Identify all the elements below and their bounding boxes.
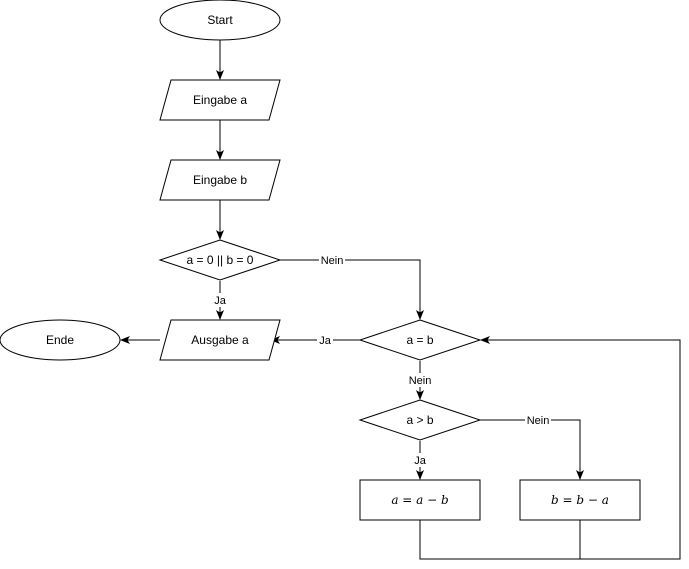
label-equal-no: Nein bbox=[409, 375, 432, 387]
edge-cond-zero-no bbox=[280, 259, 424, 320]
output-a-label: Ausgabe a bbox=[191, 333, 249, 347]
assign-a-label: a = a − b bbox=[391, 493, 448, 507]
label-zero-no: Nein bbox=[321, 255, 344, 267]
cond-greater-label: a > b bbox=[406, 413, 433, 427]
edge-cond-greater-no bbox=[480, 419, 584, 480]
assign-a-node: a = a − b bbox=[359, 479, 481, 521]
input-a-node: Eingabe a bbox=[159, 79, 281, 121]
nodes: Start Eingabe a Eingabe b a = 0 || b = 0… bbox=[0, 0, 641, 521]
end-node: Ende bbox=[0, 319, 121, 361]
assign-b-node: b = b − a bbox=[519, 479, 641, 521]
edge-loop-back bbox=[419, 336, 681, 560]
start-label: Start bbox=[207, 13, 233, 27]
start-node: Start bbox=[159, 0, 281, 41]
input-b-node: Eingabe b bbox=[159, 159, 281, 201]
cond-equal-label: a = b bbox=[406, 333, 433, 347]
edge-labels: Nein Ja Ja Nein Ja Nein bbox=[212, 253, 551, 467]
label-greater-no: Nein bbox=[527, 415, 550, 427]
input-a-label: Eingabe a bbox=[193, 93, 247, 107]
cond-equal-node: a = b bbox=[358, 319, 482, 361]
output-a-node: Ausgabe a bbox=[159, 319, 281, 361]
label-zero-yes: Ja bbox=[214, 295, 227, 307]
label-equal-yes: Ja bbox=[319, 335, 332, 347]
assign-b-label: b = b − a bbox=[551, 493, 609, 507]
cond-zero-node: a = 0 || b = 0 bbox=[158, 239, 282, 281]
cond-greater-node: a > b bbox=[358, 399, 482, 441]
label-greater-yes: Ja bbox=[414, 455, 427, 467]
cond-zero-label: a = 0 || b = 0 bbox=[187, 253, 254, 267]
input-b-label: Eingabe b bbox=[193, 173, 247, 187]
end-label: Ende bbox=[46, 333, 74, 347]
